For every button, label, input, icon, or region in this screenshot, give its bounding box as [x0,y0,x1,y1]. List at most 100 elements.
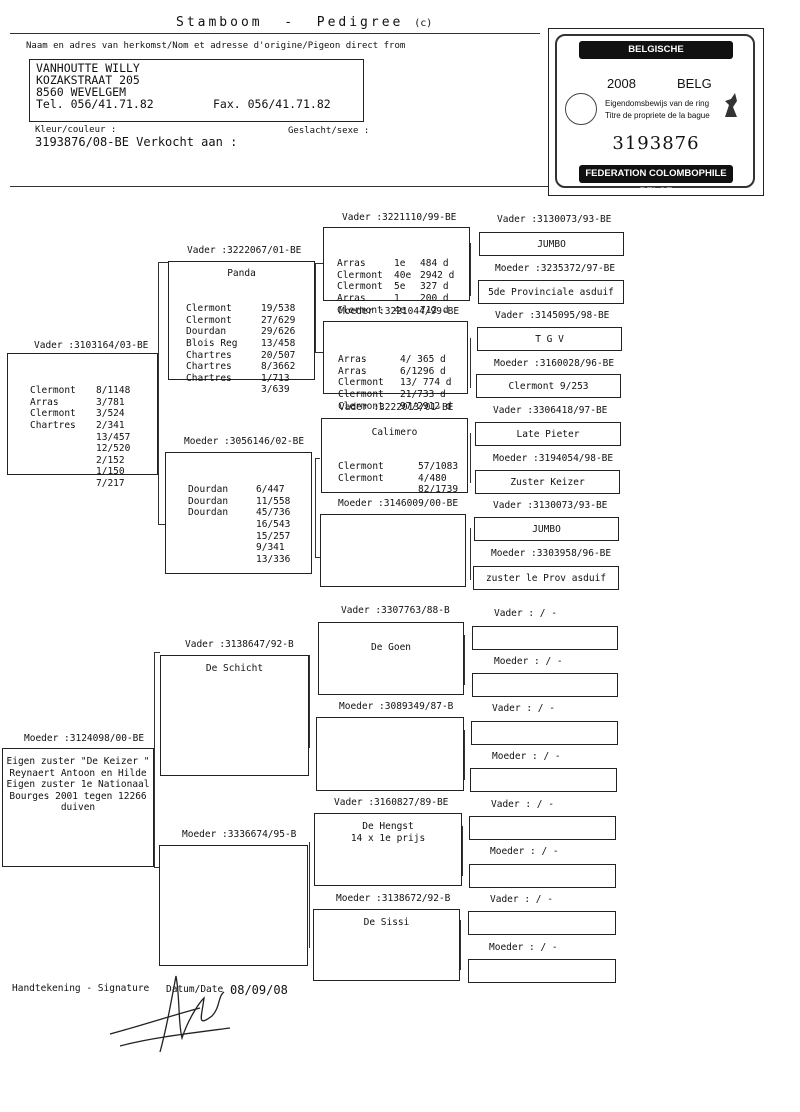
ggp-box: zuster le Prov asduif [473,566,619,590]
breeder-name: VANHOUTTE WILLY [36,61,140,75]
dam-father-name: De Schicht [205,663,264,674]
ggp-label: Moeder : / - [490,846,559,857]
grandsire-box: De Goen [318,622,464,695]
ggp-label: Moeder :3160028/96-BE [494,358,615,369]
connector-line [315,263,316,352]
ggp-label: Vader :3145095/98-BE [495,310,610,321]
ggp-label: Vader : / - [490,894,553,905]
connector-line [470,338,471,388]
dam-mother-label: Moeder :3336674/95-B [182,829,297,840]
granddam-label: Moeder :3089349/87-B [339,701,454,712]
dam-box: Eigen zuster "De Keizer " Reynaert Antoo… [2,748,154,867]
connector-line [470,433,471,483]
signature-label: Handtekening - Signature [12,983,150,994]
certificate-ring-number: 3193876 [612,133,700,154]
page-title: Stamboom - Pedigree (c) [176,15,433,30]
ggp-box [472,673,618,697]
connector-line [309,655,310,748]
dam-label: Moeder :3124098/00-BE [24,733,145,744]
ggp-name: T G V [535,334,564,345]
connector-line [158,262,168,263]
certificate-year: 2008 [607,76,636,91]
connector-line [462,826,463,876]
ggp-label: Moeder : / - [492,751,561,762]
ggp-box: Late Pieter [475,422,621,446]
grandsire-name: Calimero [371,427,418,438]
ggp-label: Moeder :3194054/98-BE [493,453,614,464]
breeder-fax: Fax. 056/41.71.82 [213,97,331,111]
ggp-box: 5de Provinciale asduif [478,280,624,304]
breeder-address-box: VANHOUTTE WILLY KOZAKSTRAAT 205 8560 WEV… [29,59,364,122]
certificate-text-fr: Titre de propriete de la bague [605,111,710,120]
ring-seal-icon [565,93,597,125]
ggp-box: Clermont 9/253 [476,374,621,398]
granddam-label: Moeder :3138672/92-B [336,893,451,904]
grandsire-box: De Hengst 14 x 1e prijs [314,813,462,886]
pigeon-crest-icon [721,91,741,119]
color-label: Kleur/couleur : [35,125,117,135]
ggp-label: Vader : / - [492,703,555,714]
grandsire-label: Vader :3222013/01-BE [339,402,454,413]
granddam-name: De Sissi [363,917,410,928]
grandsire-label: Vader :3160827/89-BE [334,797,449,808]
grandsire-name: De Goen [370,642,412,653]
connector-line [154,652,155,867]
dam-father-label: Vader :3138647/92-B [185,639,294,650]
connector-line [154,867,160,868]
breeder-city: 8560 WEVELGEM [36,85,127,99]
connector-line [470,243,471,296]
ggp-name: zuster le Prov asduif [485,573,607,584]
ggp-label: Vader :3130073/93-BE [493,500,608,511]
connector-line [315,458,320,459]
certificate-country: BELG [677,76,712,91]
father-label: Vader :3222067/01-BE [187,245,302,256]
origin-label: Naam en adres van herkomst/Nom et adress… [26,41,406,51]
ggp-box [469,816,616,840]
ring-certificate: BELGISCHE DUIVENLIEFHEBBERSBOND 2008 BEL… [548,28,764,197]
date-label: Datum/Date : [166,984,235,995]
sex-label: Geslacht/sexe : [288,126,370,136]
connector-line [460,920,461,970]
connector-line [315,352,323,353]
dam-description: Eigen zuster "De Keizer " Reynaert Antoo… [6,756,150,814]
ggp-box [468,959,616,983]
ggp-box [469,864,616,888]
header-rule [10,33,540,34]
certificate-org-bottom: FEDERATION COLOMBOPHILE BELGE [579,165,733,197]
grandsire-name: De Hengst [362,821,414,832]
ggp-label: Vader :3306418/97-BE [493,405,608,416]
granddam-label: Moeder :3221044/99-BE [339,306,460,317]
ring-sold-to: 3193876/08-BE Verkocht aan : [35,135,238,149]
ggp-label: Moeder : / - [494,656,563,667]
ggp-name: Clermont 9/253 [508,381,589,392]
certificate-org-top: BELGISCHE DUIVENLIEFHEBBERSBOND [579,41,733,73]
date-value: 08/09/08 [230,983,288,997]
connector-line [154,652,160,653]
ggp-box: JUMBO [479,232,624,256]
certificate-text-nl: Eigendomsbewijs van de ring [605,99,710,108]
connector-line [464,635,465,685]
ggp-name: Zuster Keizer [510,477,585,488]
signature-icon [100,968,240,1058]
connector-line [158,524,168,525]
connector-line [309,842,310,948]
grandsire-label: Vader :3307763/88-B [341,605,450,616]
subject-label: Vader :3103164/03-BE [34,340,149,351]
certificate-frame [555,34,755,188]
ggp-box [471,721,618,745]
connector-line [470,528,471,580]
grandsire-desc: 14 x 1e prijs [350,833,426,844]
connector-line [315,458,316,557]
mother-label: Moeder :3056146/02-BE [184,436,305,447]
connector-line [315,557,320,558]
